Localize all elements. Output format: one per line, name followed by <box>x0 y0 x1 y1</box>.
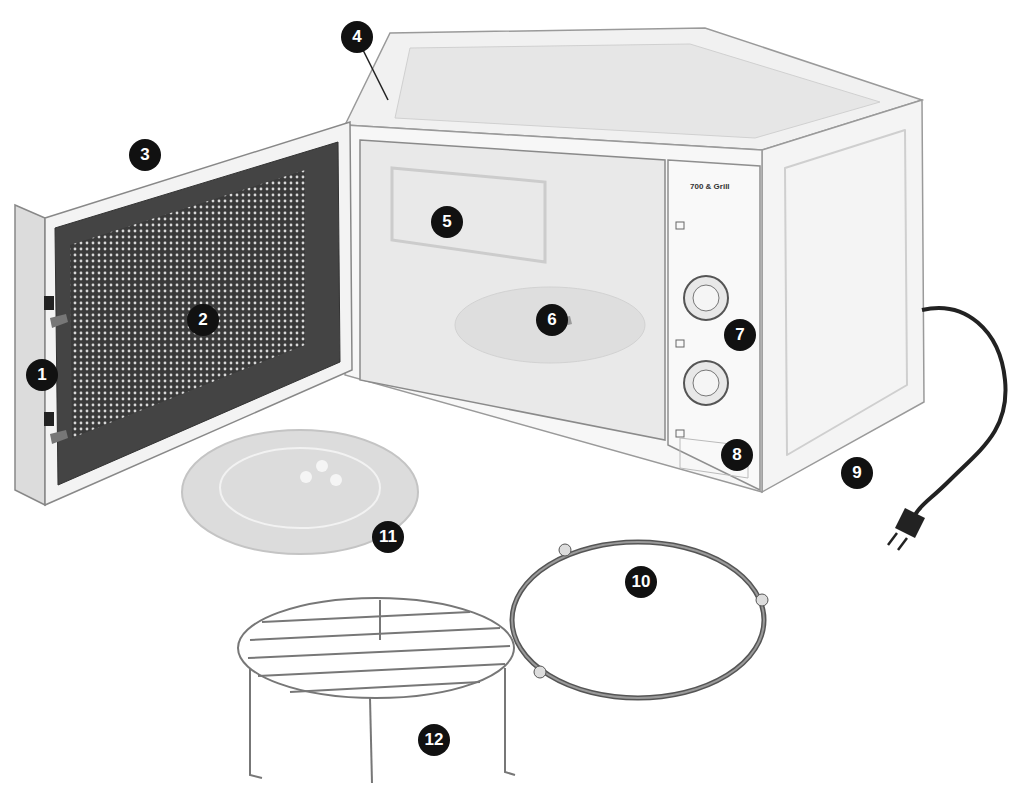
roller-ring <box>512 542 764 698</box>
callout-number: 5 <box>431 206 463 238</box>
body-front <box>345 125 762 492</box>
top-inset <box>395 44 880 138</box>
callout-number: 12 <box>418 724 450 756</box>
callout-number: 4 <box>341 21 373 53</box>
body-side <box>762 100 924 492</box>
grill-rack <box>238 598 515 783</box>
leader-line <box>362 48 388 100</box>
callout-number: 3 <box>129 139 161 171</box>
callout-number: 10 <box>625 566 657 598</box>
callout-number: 2 <box>187 304 219 336</box>
callout-number: 1 <box>26 359 58 391</box>
door-latch <box>50 430 68 444</box>
glass-plate-ring <box>220 448 380 528</box>
roller-wheel <box>534 666 546 678</box>
callout-number: 7 <box>724 319 756 351</box>
door-latch-slot <box>44 412 54 426</box>
cavity <box>360 140 665 440</box>
plate-bump <box>316 460 328 472</box>
timer-knob <box>684 361 728 405</box>
turntable-floor <box>455 287 645 363</box>
power-knob <box>684 276 728 320</box>
callout-number: 11 <box>372 521 404 553</box>
roller-wheel <box>559 544 571 556</box>
panel-icon <box>676 222 684 229</box>
door-latch-slot <box>44 296 54 310</box>
callout-number: 6 <box>536 304 568 336</box>
plug-pin <box>888 533 897 545</box>
roller-wheel <box>756 594 768 606</box>
plate-bump <box>300 471 312 483</box>
cavity-back-wall <box>392 168 545 262</box>
panel-icon <box>676 430 684 437</box>
plug <box>895 508 925 538</box>
plate-bump <box>330 474 342 486</box>
glass-plate <box>182 430 418 554</box>
roller-ring-highlight <box>512 542 764 698</box>
side-inset <box>785 130 907 455</box>
door-edge <box>15 205 45 505</box>
door-mesh <box>70 170 305 438</box>
plug-pin <box>898 538 907 550</box>
control-panel <box>668 160 760 490</box>
panel-icon <box>676 340 684 347</box>
door-latch <box>50 314 68 328</box>
timer-knob-cap <box>693 370 719 396</box>
callout-number: 9 <box>841 457 873 489</box>
brand-text: 700 & Grill <box>690 182 730 191</box>
callout-number: 8 <box>721 439 753 471</box>
power-knob-cap <box>693 285 719 311</box>
power-cord <box>915 308 1006 515</box>
